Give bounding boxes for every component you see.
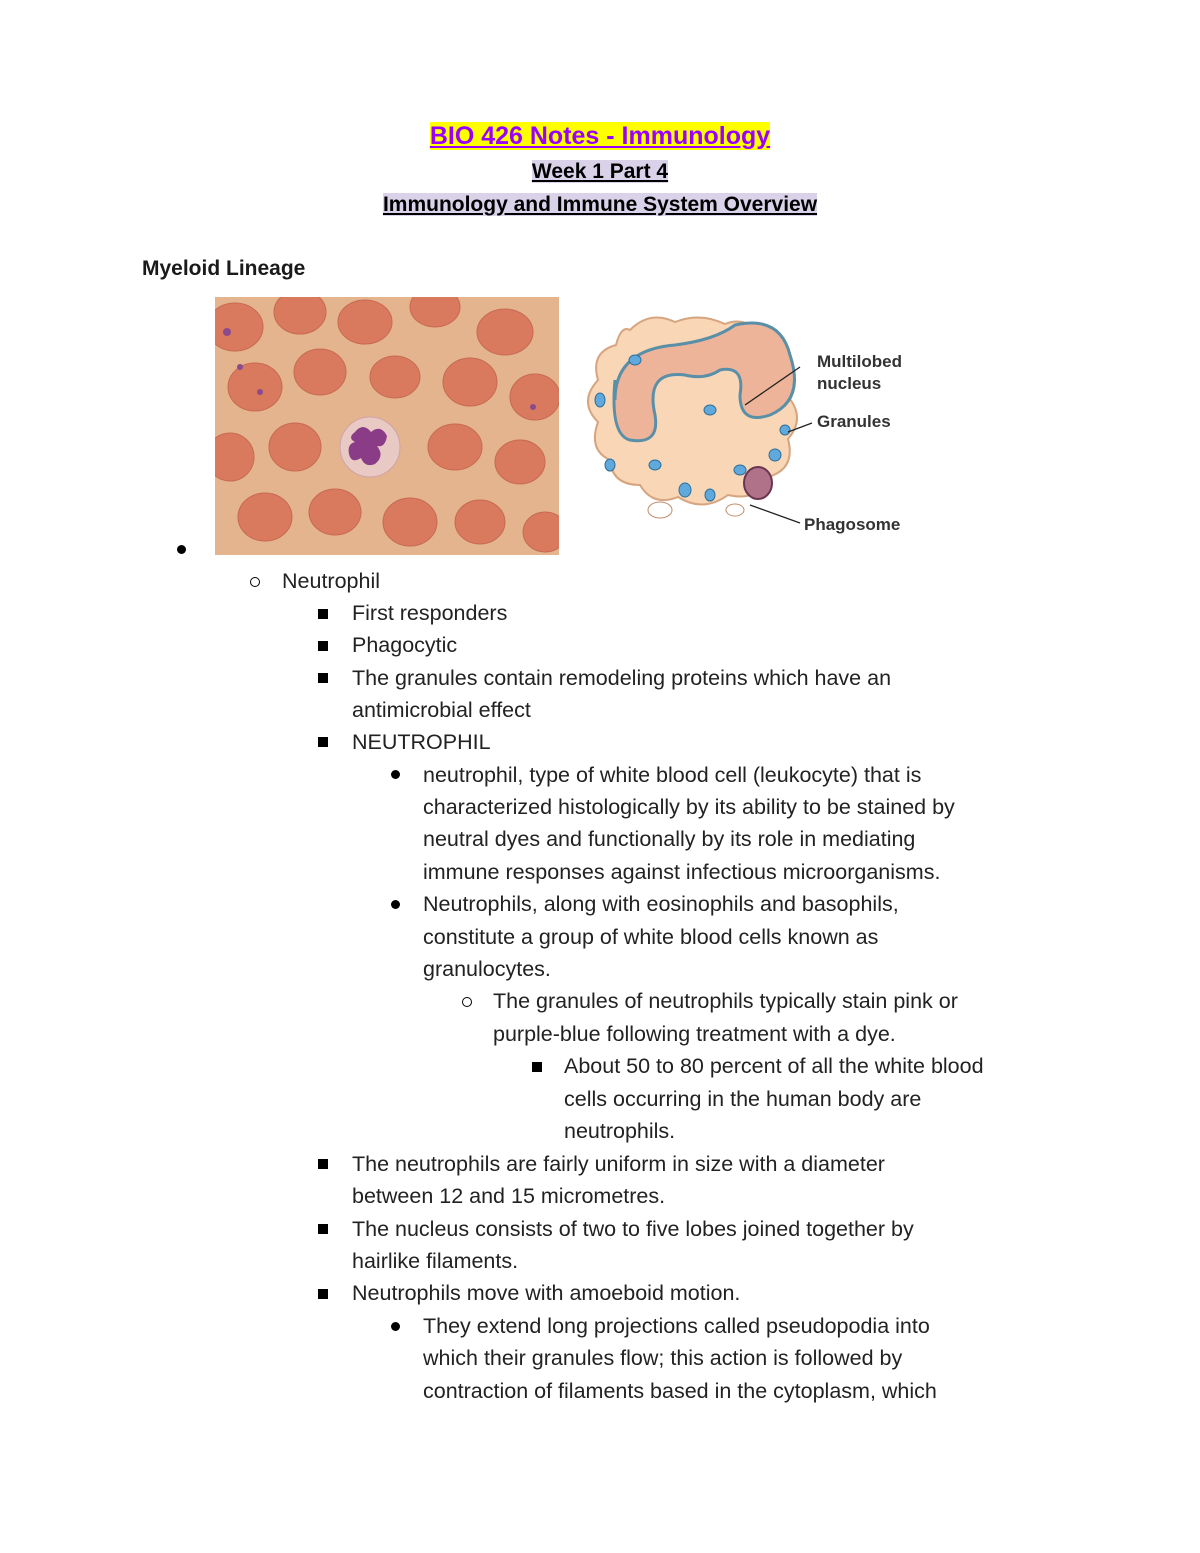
list-item: About 50 to 80 percent of all the white …: [564, 1054, 984, 1078]
neutrophil-micrograph-image: [215, 297, 559, 555]
list-item: The granules of neutrophils typically st…: [493, 989, 958, 1013]
document-title: BIO 426 Notes - Immunology: [429, 122, 771, 150]
list-item: constitute a group of white blood cells …: [423, 925, 879, 949]
list-item: NEUTROPHIL: [352, 730, 491, 754]
list-item: contraction of filaments based in the cy…: [423, 1379, 937, 1403]
section-heading: Myeloid Lineage: [142, 257, 306, 280]
bullet-circle-icon: [250, 577, 260, 587]
nucleus-label: nucleus: [817, 374, 881, 393]
bullet-disc-icon: [391, 1322, 400, 1331]
multilobed-label: Multilobed: [817, 352, 902, 371]
bullet-disc-icon: [391, 900, 400, 909]
bullet-square-icon: [318, 1224, 328, 1234]
neutrophil-diagram-image: Multilobed nucleus Granules Phagosome: [587, 316, 902, 534]
bullet-disc-icon: [177, 545, 186, 554]
list-item: Neutrophil: [282, 569, 380, 593]
list-item: They extend long projections called pseu…: [423, 1314, 930, 1338]
list-item: antimicrobial effect: [352, 698, 531, 722]
list-item: immune responses against infectious micr…: [423, 860, 941, 884]
list-item: neutrophils.: [564, 1119, 676, 1143]
bullet-square-icon: [318, 609, 328, 619]
bullet-circle-icon: [462, 997, 472, 1007]
list-item: between 12 and 15 micrometres.: [352, 1184, 666, 1208]
bullet-square-icon: [318, 1289, 328, 1299]
granules-label: Granules: [817, 412, 891, 431]
bullet-disc-icon: [391, 770, 400, 779]
bullet-square-icon: [318, 1159, 328, 1169]
phagosome-label: Phagosome: [804, 515, 900, 534]
list-item: First responders: [352, 601, 508, 625]
list-item: characterized histologically by its abil…: [423, 795, 955, 819]
list-item: neutral dyes and functionally by its rol…: [423, 827, 916, 851]
list-item: The neutrophils are fairly uniform in si…: [352, 1152, 885, 1176]
week-subtitle: Week 1 Part 4: [531, 160, 669, 183]
list-item: hairlike filaments.: [352, 1249, 519, 1273]
list-item: purple-blue following treatment with a d…: [493, 1022, 896, 1046]
list-item: granulocytes.: [423, 957, 551, 981]
list-item: The granules contain remodeling proteins…: [352, 666, 892, 690]
list-item: cells occurring in the human body are: [564, 1087, 922, 1111]
bullet-square-icon: [318, 673, 328, 683]
list-item: Neutrophils, along with eosinophils and …: [423, 892, 899, 916]
list-item: Phagocytic: [352, 633, 458, 657]
list-item: which their granules flow; this action i…: [423, 1346, 903, 1370]
topic-subtitle: Immunology and Immune System Overview: [382, 193, 818, 216]
bullet-square-icon: [532, 1062, 542, 1072]
list-item: neutrophil, type of white blood cell (le…: [423, 763, 922, 787]
list-item: The nucleus consists of two to five lobe…: [352, 1217, 914, 1241]
bullet-square-icon: [318, 737, 328, 747]
bullet-square-icon: [318, 641, 328, 651]
list-item: Neutrophils move with amoeboid motion.: [352, 1281, 741, 1305]
